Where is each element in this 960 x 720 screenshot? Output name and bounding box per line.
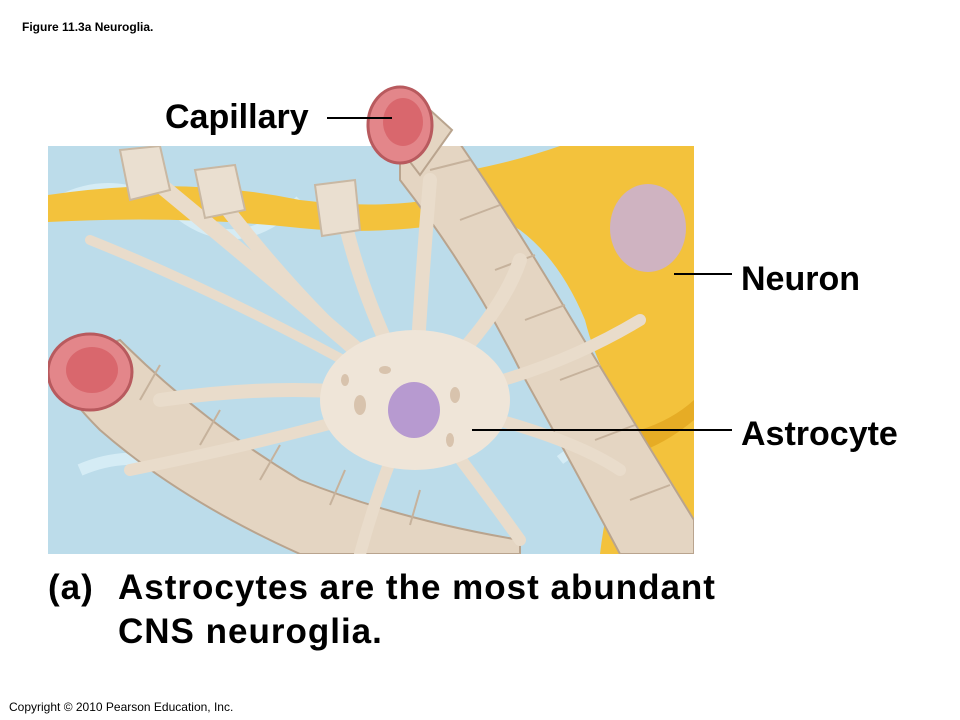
label-astrocyte: Astrocyte bbox=[741, 415, 898, 453]
astrocyte-nucleus bbox=[388, 382, 440, 438]
capillary-opening-top bbox=[366, 85, 454, 177]
label-capillary: Capillary bbox=[165, 98, 309, 136]
neuron-cell-body bbox=[610, 184, 686, 272]
figure-caption: Figure 11.3a Neuroglia. bbox=[22, 20, 154, 34]
panel-caption-line1: Astrocytes are the most abundant bbox=[118, 568, 716, 607]
panel-caption: (a) Astrocytes are the most abundant CNS … bbox=[48, 566, 716, 654]
label-neuron: Neuron bbox=[741, 260, 860, 298]
capillary-opening-bottom bbox=[48, 332, 134, 412]
panel-caption-line2: CNS neuroglia. bbox=[118, 612, 383, 651]
copyright: Copyright © 2010 Pearson Education, Inc. bbox=[9, 700, 234, 714]
panel-letter: (a) bbox=[48, 568, 94, 607]
